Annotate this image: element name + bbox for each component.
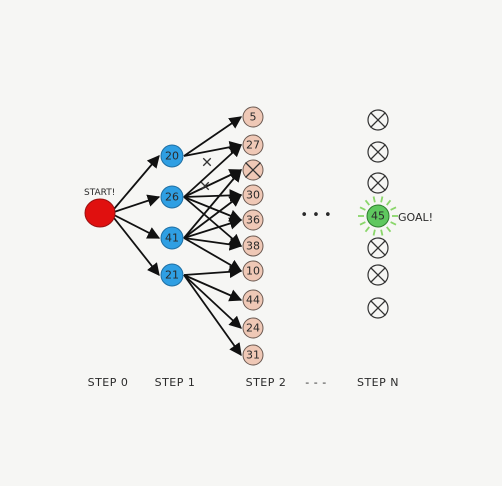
arrow-step0-step1 — [113, 155, 160, 210]
step2-node-value: 10 — [246, 265, 260, 278]
arrows-layer — [113, 116, 243, 357]
arrow-step1-step2 — [183, 274, 242, 329]
step-label-0: STEP 0 — [88, 376, 129, 389]
nodes-layer: 20 26 41 21 5 27 30 36 38 10 44 24 31 45 — [84, 106, 398, 366]
step1-node: 41 — [160, 226, 184, 250]
step2-node-value: 30 — [246, 189, 260, 202]
step1-node-value: 41 — [165, 232, 179, 245]
cross-icon — [370, 175, 386, 191]
step2-node-value: 31 — [246, 349, 260, 362]
arrow-step1-step2 — [183, 116, 243, 157]
step2-node: 38 — [242, 235, 264, 257]
step-label-2: STEP 2 — [246, 376, 287, 389]
cross-icon — [370, 112, 386, 128]
stepN-crossed-node — [367, 297, 389, 319]
cross-icon — [370, 144, 386, 160]
cross-icon — [370, 300, 386, 316]
goal-glow-ray — [380, 196, 384, 203]
step2-node-value: 38 — [246, 240, 260, 253]
goal-glow-ray — [390, 221, 397, 226]
ellipsis-label: • • • — [300, 208, 331, 223]
step2-node: 5 — [242, 106, 264, 128]
goal-glow-ray — [372, 196, 376, 203]
goal-glow-ray — [372, 229, 376, 236]
arrow-step1-step2 — [183, 237, 243, 272]
stepN-crossed-node — [367, 141, 389, 163]
step1-node-value: 20 — [165, 150, 179, 163]
goal-label: GOAL! — [398, 211, 433, 224]
step1-node: 21 — [160, 263, 184, 287]
pruned-edge-mark — [202, 157, 212, 167]
step2-node-value: 24 — [246, 322, 260, 335]
step2-node: 10 — [242, 260, 264, 282]
cross-icon — [370, 267, 386, 283]
pruned-edge-mark — [200, 181, 210, 191]
stepN-crossed-node — [367, 264, 389, 286]
step-label-n: STEP N — [357, 376, 399, 389]
step2-node: 44 — [242, 289, 264, 311]
goal-glow-ray — [364, 199, 370, 206]
goal-glow-ray — [359, 206, 366, 211]
step-label-1: STEP 1 — [155, 376, 196, 389]
arrow-step1-step2 — [183, 274, 243, 302]
step2-node: 24 — [242, 317, 264, 339]
arrow-step1-step2 — [183, 196, 242, 247]
start-label: START! — [84, 188, 115, 198]
goal-glow-ray — [380, 229, 384, 236]
arrow-step1-step2 — [183, 169, 242, 239]
arrow-step1-step2 — [183, 237, 243, 251]
goal-glow-ray — [386, 199, 392, 206]
goal-glow-ray — [364, 226, 370, 233]
arrow-step1-step2 — [183, 274, 242, 357]
goal-glow-ray — [386, 226, 392, 233]
stepN-crossed-node — [367, 237, 389, 259]
step2-node: 31 — [242, 344, 264, 366]
cross-icon — [245, 162, 261, 178]
start-node — [84, 198, 116, 228]
goal-node-value: 45 — [371, 210, 385, 223]
arrow-step1-step2 — [183, 265, 243, 279]
arrow-step1-step2 — [183, 189, 243, 202]
arrow-step1-step2 — [183, 169, 243, 198]
step2-node — [242, 159, 264, 181]
step2-node: 27 — [242, 134, 264, 156]
step2-node-value: 44 — [246, 294, 260, 307]
arrow-step1-step2 — [183, 217, 243, 239]
arrow-step0-step1 — [113, 194, 161, 213]
step1-node-value: 21 — [165, 269, 179, 282]
arrow-step0-step1 — [113, 217, 160, 276]
step2-node-value: 36 — [246, 214, 260, 227]
arrow-step1-step2 — [183, 144, 242, 198]
arrow-step1-step2 — [183, 194, 243, 239]
step2-node: 36 — [242, 209, 264, 231]
step2-node-value: 27 — [246, 139, 260, 152]
goal-node: 45 — [358, 196, 398, 236]
step-separator: - - - — [305, 376, 326, 389]
arrow-step1-step2 — [183, 196, 243, 222]
stepN-crossed-node — [367, 172, 389, 194]
step1-node: 26 — [160, 185, 184, 209]
step1-node: 20 — [160, 144, 184, 168]
goal-glow-ray — [390, 206, 397, 211]
step2-node-value: 5 — [250, 111, 257, 124]
step2-node: 30 — [242, 184, 264, 206]
step1-node-value: 26 — [165, 191, 179, 204]
stepN-crossed-node — [367, 109, 389, 131]
cross-icon — [370, 240, 386, 256]
goal-glow-ray — [359, 221, 366, 226]
arrow-step0-step1 — [113, 214, 161, 239]
